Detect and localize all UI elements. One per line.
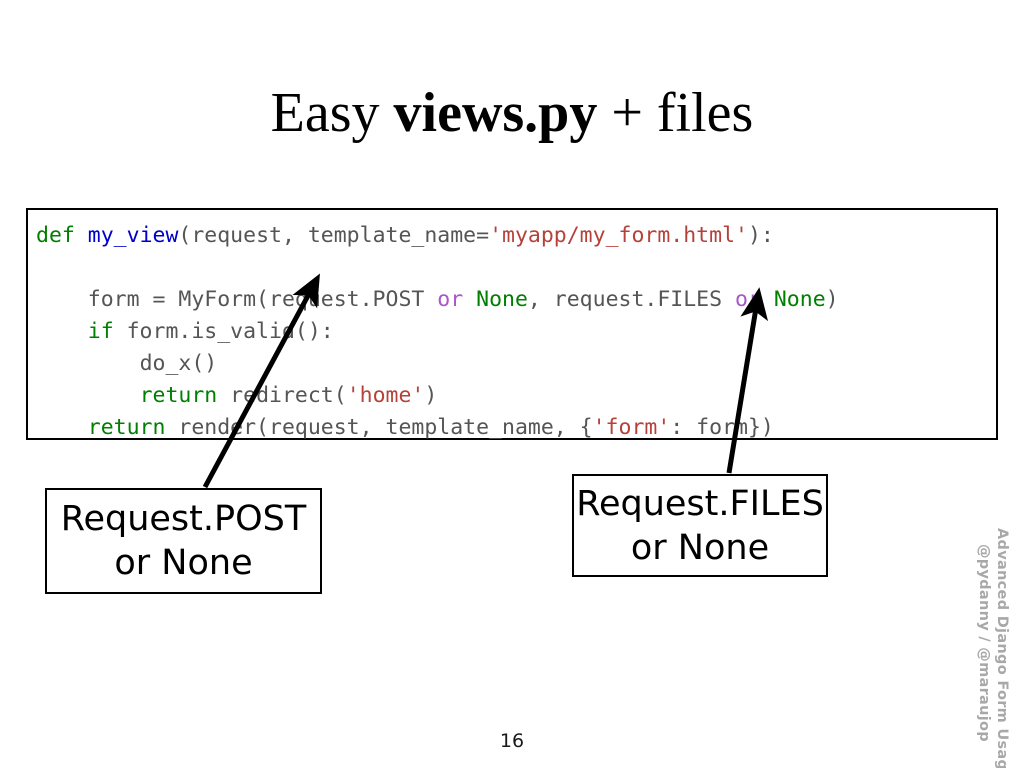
callout-request-post: Request.POST or None [45,488,322,594]
code-keyword-return-2: return [87,415,166,440]
code-line2-mid2: , request.FILES [527,287,736,312]
code-operator-or-2: or [735,287,761,312]
code-line3-rest: form.is_valid(): [113,319,334,344]
code-line2-pre: form = MyForm(request.POST [87,287,438,312]
code-line2-mid1 [463,287,476,312]
code-line6-mid: render(request, template_name, { [165,415,593,440]
code-line2-mid3 [761,287,774,312]
code-line5-indent [36,383,140,408]
title-part-easy: Easy [270,82,394,144]
code-block: def my_view(request, template_name='myap… [26,208,998,440]
code-line4-indent [36,351,140,376]
code-line2-indent [36,287,88,312]
code-none-2: None [773,287,826,312]
code-string-template-name: 'myapp/my_form.html' [489,223,748,248]
code-line2-post: ) [825,287,839,312]
page-title: Easy views.py + files [0,80,1024,146]
callout-request-files-line1: Request.FILES [576,483,824,524]
code-function-name: my_view [87,223,179,248]
code-space-1 [75,223,88,248]
code-line5-post: ) [424,383,438,408]
code-line3-indent [36,319,88,344]
callout-request-post-line2: or None [114,543,253,583]
title-part-files: + files [597,82,754,144]
code-listing: def my_view(request, template_name='myap… [28,210,996,444]
callout-request-files: Request.FILES or None [572,474,828,577]
code-keyword-return-1: return [139,383,218,408]
code-line4-rest: do_x() [139,351,218,376]
callout-request-files-line2: or None [630,527,770,568]
title-part-viewspy: views.py [393,82,598,144]
credit-authors: @pydanny / @maraujop [976,544,992,742]
callout-request-post-line1: Request.POST [60,499,307,539]
code-line6-indent [36,415,88,440]
code-string-home: 'home' [346,383,425,408]
code-keyword-if: if [87,319,114,344]
code-keyword-def: def [36,223,75,248]
code-line5-mid: redirect( [217,383,347,408]
credit-talk-title: Advanced Django Form Usage [994,528,1010,768]
code-operator-or-1: or [437,287,464,312]
code-line6-post: : form}) [670,415,774,440]
sidebar-credits: Advanced Django Form Usage @pydanny / @m… [976,528,1020,768]
code-line1-args: (request, template_name= [178,223,490,248]
code-line1-close: ): [747,223,774,248]
code-string-form-key: 'form' [592,415,671,440]
page-number: 16 [499,730,525,752]
code-none-1: None [476,287,528,312]
